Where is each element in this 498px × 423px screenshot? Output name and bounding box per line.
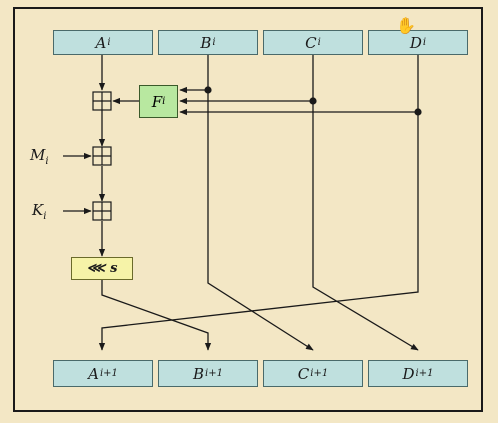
modular-addition-icon <box>92 91 112 111</box>
d-path <box>98 55 419 351</box>
register-letter: B <box>193 364 205 383</box>
register-letter: A <box>88 364 99 383</box>
register-subscript: i <box>212 37 216 48</box>
input-subscript: i <box>45 156 49 167</box>
register-letter: C <box>297 364 310 383</box>
modular-addition-icon <box>92 201 112 221</box>
d-tap-dot <box>414 108 422 116</box>
register-letter: D <box>402 364 415 383</box>
register-letter: A <box>95 33 107 52</box>
register-subscript: i <box>422 37 427 48</box>
register-letter: B <box>200 33 212 52</box>
register-subscript: i <box>107 37 111 48</box>
message-input-label: Mi <box>30 146 49 167</box>
rotate-symbol: ⋘ <box>86 261 106 276</box>
input-letter: K <box>32 201 44 219</box>
register-letter: D <box>409 33 422 52</box>
c-path <box>312 55 419 351</box>
register-subscript: i+1 <box>310 368 329 379</box>
register-subscript: i+1 <box>205 368 223 379</box>
left-rotate-box: ⋘ s <box>71 257 133 280</box>
rotate-amount: s <box>110 261 118 276</box>
input-letter: M <box>30 146 46 164</box>
constant-input-label: Ki <box>32 201 46 222</box>
shift-path <box>101 280 212 351</box>
b-path <box>207 55 314 351</box>
function-letter: F <box>151 92 163 111</box>
modular-addition-icon <box>92 146 112 166</box>
register-subscript: i+1 <box>99 368 118 379</box>
b-tap-dot <box>204 86 212 94</box>
c-tap-dot <box>309 97 317 105</box>
function-subscript: i <box>162 96 166 107</box>
hand-cursor-icon: ✋ <box>396 16 416 35</box>
register-subscript: i+1 <box>415 368 434 379</box>
input-subscript: i <box>43 211 47 222</box>
register-letter: C <box>305 33 317 52</box>
register-subscript: i <box>317 37 321 48</box>
